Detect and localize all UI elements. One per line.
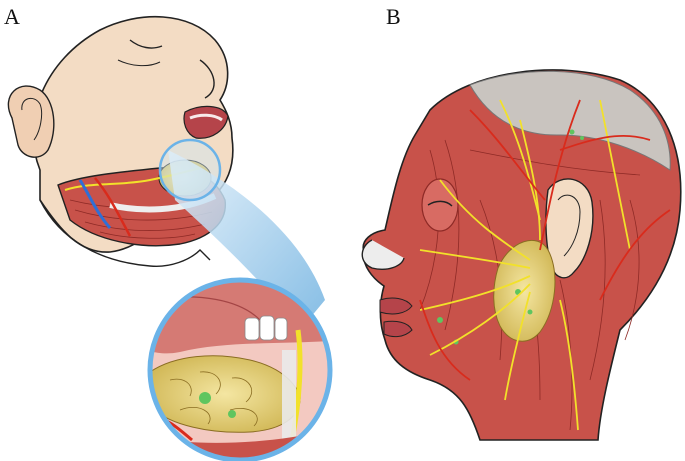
neck-a: [39, 199, 211, 267]
lips-b: [379, 297, 413, 338]
eye-b: [421, 178, 459, 232]
zoom-inset: [147, 277, 333, 461]
mouth-a: [183, 105, 229, 139]
facial-nerve-branches: [419, 99, 631, 431]
ear-a: [7, 85, 55, 158]
blood-vessels-b: [419, 99, 671, 381]
zoom-source-circle: [158, 138, 222, 202]
eye-a: [129, 39, 163, 49]
nose-b: [361, 239, 405, 270]
nose-a: [199, 59, 215, 99]
artery-a: [94, 177, 132, 237]
teeth: [244, 315, 288, 341]
panel-label-b: B: [386, 4, 401, 29]
ear-b: [545, 178, 594, 279]
scalp-aponeurosis: [469, 70, 671, 171]
zoom-ring: [147, 277, 333, 461]
panel-label-a: A: [4, 4, 20, 29]
vein-a: [78, 179, 112, 229]
panel-b-drawing: [361, 69, 682, 441]
